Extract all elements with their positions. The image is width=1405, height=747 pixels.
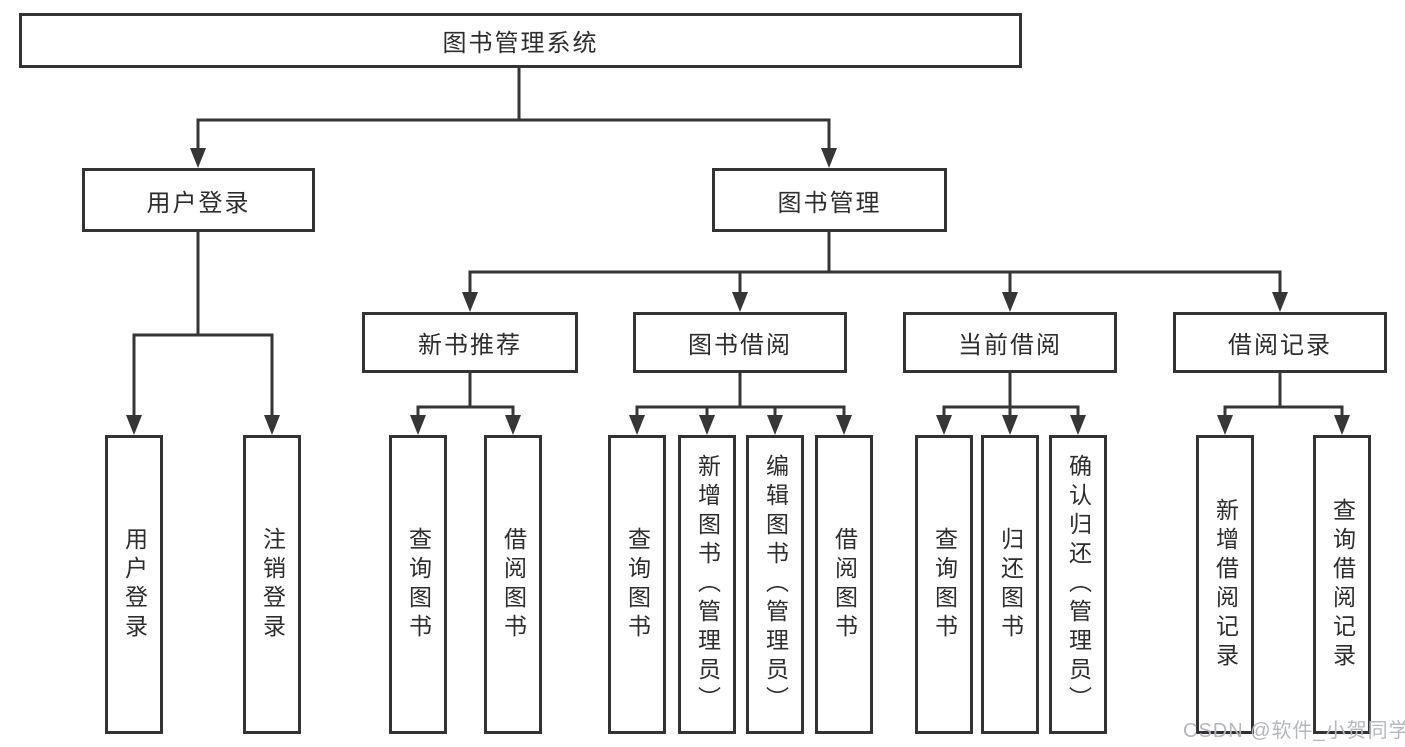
leaf-add-borrow-record: 新增借阅记录 bbox=[1196, 435, 1254, 734]
node-library-management-system: 图书管理系统 bbox=[19, 13, 1022, 68]
leaf-query-books-current: 查询图书 bbox=[915, 435, 973, 734]
node-label: 借阅图书 bbox=[831, 526, 858, 643]
node-label: 查询图书 bbox=[931, 526, 958, 643]
arrowhead bbox=[264, 415, 280, 435]
node-label: 查询图书 bbox=[624, 526, 651, 643]
arrowhead bbox=[767, 415, 783, 435]
arrowhead bbox=[1217, 415, 1233, 435]
node-label: 用户登录 bbox=[146, 189, 251, 217]
node-new-book-recommend: 新书推荐 bbox=[362, 312, 578, 373]
arrowhead bbox=[629, 415, 645, 435]
arrowhead bbox=[699, 415, 715, 435]
leaf-borrow-books: 借阅图书 bbox=[815, 435, 873, 734]
connector-group-root bbox=[190, 68, 837, 168]
node-current-borrow: 当前借阅 bbox=[903, 312, 1117, 373]
leaf-logout: 注销登录 bbox=[243, 435, 301, 734]
node-label: 查询借阅记录 bbox=[1329, 497, 1356, 672]
arrowhead bbox=[126, 415, 142, 435]
arrowhead bbox=[732, 292, 748, 312]
node-label: 查询图书 bbox=[405, 526, 432, 643]
leaf-borrow-books-recommend: 借阅图书 bbox=[484, 435, 542, 734]
leaf-user-login: 用户登录 bbox=[105, 435, 163, 734]
node-label: 借阅记录 bbox=[1228, 332, 1332, 359]
node-label: 用户登录 bbox=[121, 526, 148, 643]
connector-group-book-management bbox=[462, 232, 1288, 312]
connector-group-user-login bbox=[126, 232, 280, 435]
arrowhead bbox=[1272, 292, 1288, 312]
node-label: 新增图书（管理员） bbox=[694, 454, 721, 715]
node-label: 注销登录 bbox=[259, 526, 286, 643]
node-label: 归还图书 bbox=[997, 526, 1024, 643]
leaf-confirm-return-admin: 确认归还（管理员） bbox=[1049, 435, 1107, 734]
connector-group-borrow bbox=[629, 373, 852, 435]
leaf-query-borrow-record: 查询借阅记录 bbox=[1313, 435, 1371, 734]
arrowhead bbox=[190, 148, 206, 168]
connector-group-current bbox=[936, 373, 1086, 435]
arrowhead bbox=[836, 415, 852, 435]
leaf-return-book: 归还图书 bbox=[981, 435, 1039, 734]
node-user-login: 用户登录 bbox=[82, 168, 315, 232]
connector-group-records bbox=[1217, 373, 1350, 435]
leaf-query-books-borrow: 查询图书 bbox=[608, 435, 666, 734]
node-book-management: 图书管理 bbox=[712, 168, 947, 232]
node-label: 当前借阅 bbox=[958, 332, 1062, 359]
arrowhead bbox=[821, 148, 837, 168]
node-label: 图书管理 bbox=[777, 189, 882, 217]
node-label: 编辑图书（管理员） bbox=[762, 454, 789, 715]
arrowhead bbox=[1002, 292, 1018, 312]
leaf-edit-book-admin: 编辑图书（管理员） bbox=[746, 435, 804, 734]
arrowhead bbox=[936, 415, 952, 435]
arrowhead bbox=[410, 415, 426, 435]
arrowhead bbox=[462, 292, 478, 312]
csdn-watermark: CSDN @软件_小贺同学 bbox=[1183, 720, 1405, 742]
node-book-borrow: 图书借阅 bbox=[633, 312, 847, 373]
arrowhead bbox=[1002, 415, 1018, 435]
node-label: 新书推荐 bbox=[418, 332, 522, 359]
arrowhead bbox=[1070, 415, 1086, 435]
leaf-query-books-recommend: 查询图书 bbox=[389, 435, 447, 734]
node-label: 图书管理系统 bbox=[442, 30, 599, 57]
arrowhead bbox=[1334, 415, 1350, 435]
arrowhead bbox=[505, 415, 521, 435]
node-label: 确认归还（管理员） bbox=[1065, 454, 1092, 715]
node-borrow-records: 借阅记录 bbox=[1173, 312, 1387, 373]
leaf-add-book-admin: 新增图书（管理员） bbox=[678, 435, 736, 734]
connector-group-recommend bbox=[410, 373, 521, 435]
node-label: 新增借阅记录 bbox=[1212, 497, 1239, 672]
node-label: 图书借阅 bbox=[688, 332, 792, 359]
node-label: 借阅图书 bbox=[500, 526, 527, 643]
